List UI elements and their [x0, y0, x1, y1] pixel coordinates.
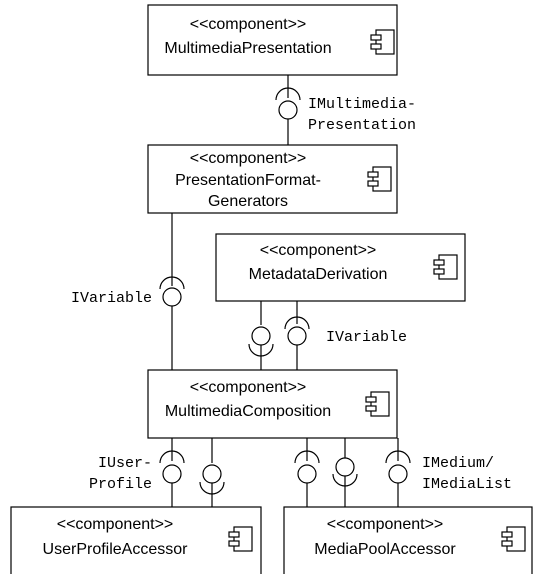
interface-label: IMultimedia- [308, 96, 416, 113]
interface-imedium-imedialist: IMedium/ IMediaList [385, 438, 512, 507]
component-icon [433, 254, 458, 280]
component-name: MultimediaPresentation [164, 40, 331, 57]
interface-label: Presentation [308, 117, 416, 134]
component-stereotype: <<component>> [190, 16, 307, 33]
component-icon [501, 526, 526, 552]
interface-media-pool-b [332, 438, 358, 507]
component-name: MediaPoolAccessor [314, 541, 456, 558]
component-name: Generators [208, 193, 288, 210]
interface-iuser-profile: IUser- Profile [89, 438, 185, 507]
interface-ivariable-left: IVariable [71, 213, 185, 370]
component-multimedia-composition: <<component>> MultimediaComposition [147, 369, 398, 439]
component-name: MultimediaComposition [165, 403, 331, 420]
component-presentation-format-generators: <<component>> PresentationFormat- Genera… [147, 144, 398, 214]
component-icon [370, 29, 395, 55]
interface-label: IUser- [98, 455, 152, 472]
component-icon [367, 166, 392, 192]
interface-label: Profile [89, 476, 152, 493]
component-user-profile-accessor: <<component>> UserProfileAccessor [10, 506, 262, 574]
interface-label: IMediaList [422, 476, 512, 493]
interface-media-pool-a [294, 438, 320, 507]
component-icon [365, 391, 390, 417]
interface-label: IVariable [71, 290, 152, 307]
component-stereotype: <<component>> [327, 516, 444, 533]
component-media-pool-accessor: <<component>> MediaPoolAccessor [283, 506, 533, 574]
component-name: UserProfileAccessor [43, 541, 189, 558]
component-icon [228, 526, 253, 552]
interface-user-profile-required [199, 438, 225, 507]
component-metadata-derivation: <<component>> MetadataDerivation [215, 233, 466, 302]
interface-ivariable-right: IVariable [284, 301, 407, 370]
component-stereotype: <<component>> [57, 516, 174, 533]
interface-label: IMedium/ [422, 455, 494, 472]
interface-label: IVariable [326, 329, 407, 346]
component-stereotype: <<component>> [190, 379, 307, 396]
component-stereotype: <<component>> [190, 150, 307, 167]
component-name: PresentationFormat- [175, 172, 321, 189]
component-stereotype: <<component>> [260, 242, 377, 259]
component-multimedia-presentation: <<component>> MultimediaPresentation [147, 4, 398, 76]
interface-ivariable-required [248, 301, 274, 370]
interface-imultimedia-presentation: IMultimedia- Presentation [275, 75, 416, 145]
component-name: MetadataDerivation [249, 266, 388, 283]
